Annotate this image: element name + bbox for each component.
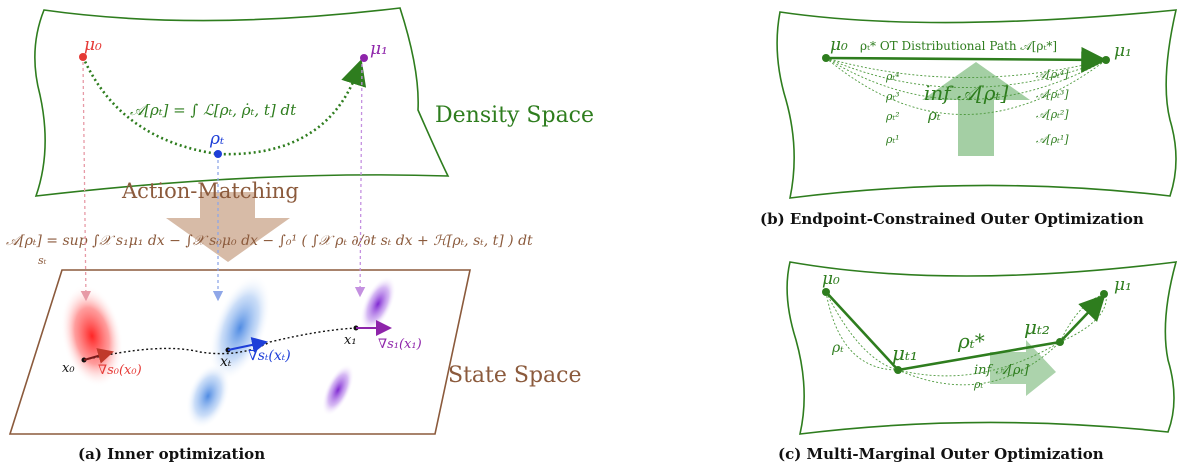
projection-line-mu0 bbox=[80, 61, 92, 302]
c-mu1-label: μ₁ bbox=[1114, 275, 1132, 295]
candidate-path-2 bbox=[825, 57, 1107, 100]
path-label-2: ρₜ² bbox=[885, 110, 900, 123]
ot-path-arrow bbox=[825, 46, 1108, 73]
c-dotted-path-4 bbox=[897, 341, 1061, 386]
c-segment-2 bbox=[897, 340, 1061, 372]
candidate-path-1 bbox=[825, 57, 1107, 115]
panel-b: μ₀ μ₁ ρₜ* OT Distributional Path 𝒜[ρₜ*] … bbox=[760, 9, 1178, 228]
grad-st-label: ∇sₜ(xₜ) bbox=[248, 348, 291, 364]
c-mu0-point bbox=[822, 288, 830, 296]
action-label-4: 𝒜[ρₜ⁴] bbox=[1036, 68, 1069, 81]
action-definition: 𝒜[ρₜ] = ∫ ℒ[ρₜ, ρ̇ₜ, t] dt bbox=[130, 101, 297, 119]
mu0-label: μ₀ bbox=[84, 35, 102, 55]
b-mu0-label: μ₀ bbox=[830, 35, 848, 55]
c-rho-t-small-label: ρₜ bbox=[973, 378, 983, 391]
candidate-path-4 bbox=[825, 57, 1107, 78]
b-rho-t-label: ρₜ bbox=[927, 106, 941, 124]
c-inf-arrow bbox=[990, 340, 1056, 396]
x1-label: x₁ bbox=[344, 333, 357, 348]
path-label-4: ρₜ⁴ bbox=[885, 70, 900, 83]
path-label-3: ρₜ³ bbox=[885, 90, 900, 103]
candidate-path-3 bbox=[825, 57, 1107, 88]
panel-b-surface bbox=[776, 9, 1178, 199]
c-mu-t1-point bbox=[894, 366, 902, 374]
state-space-label: State Space bbox=[448, 363, 582, 388]
c-rho-t-star-label: ρₜ* bbox=[957, 329, 985, 353]
c-segment-3 bbox=[1059, 294, 1106, 343]
state-space-surface bbox=[8, 269, 471, 435]
grad-s1-label: ∇s₁(x₁) bbox=[378, 337, 422, 352]
rho-t-label: ρₜ bbox=[209, 129, 225, 149]
density-space-label: Density Space bbox=[435, 103, 594, 128]
density-space-surface bbox=[34, 7, 450, 197]
b-mu1-point bbox=[1102, 56, 1110, 64]
mu1-point bbox=[360, 54, 368, 62]
action-matching-label: Action-Matching bbox=[121, 179, 299, 203]
caption-c: (c) Multi-Marginal Outer Optimization bbox=[778, 445, 1104, 463]
c-dotted-path-5 bbox=[1059, 293, 1107, 343]
projection-line-mu1 bbox=[354, 63, 366, 298]
c-mu-t2-label: μₜ₂ bbox=[1024, 315, 1050, 339]
c-mu1-point bbox=[1100, 290, 1108, 298]
panel-c-surface bbox=[786, 261, 1178, 435]
action-matching-equation: 𝒜[ρₜ] = sup ∫𝒳 s₁μ₁ dx − ∫𝒳 s₀μ₀ dx − ∫₀… bbox=[6, 233, 533, 249]
x0-label: x₀ bbox=[62, 361, 75, 376]
ot-path-label: ρₜ* OT Distributional Path 𝒜[ρₜ*] bbox=[860, 39, 1057, 53]
c-mu0-label: μ₀ bbox=[822, 269, 840, 289]
action-label-1: 𝒜[ρₜ¹] bbox=[1036, 133, 1069, 146]
b-mu1-label: μ₁ bbox=[1114, 41, 1132, 61]
c-dotted-path-6 bbox=[1059, 293, 1107, 343]
grad-st-arrow bbox=[227, 337, 268, 353]
purple-density-blob-2 bbox=[321, 364, 355, 416]
blue-density-blob-1 bbox=[208, 274, 272, 382]
c-mu-t1-label: μₜ₁ bbox=[892, 341, 918, 365]
equation-sub-st: sₜ bbox=[38, 254, 47, 267]
c-mu-t2-point bbox=[1056, 338, 1064, 346]
blue-density-blob-2 bbox=[185, 363, 231, 429]
action-label-3: 𝒜[ρₜ³] bbox=[1036, 88, 1069, 101]
c-dotted-path-1 bbox=[825, 291, 899, 371]
density-path bbox=[81, 56, 367, 156]
c-segment-1 bbox=[825, 291, 899, 371]
grad-s0-label: ∇s₀(x₀) bbox=[98, 363, 142, 378]
panel-c: μ₀ μ₁ μₜ₁ μₜ₂ ρₜ* ρₜ inf 𝒜[ρₜ] ρₜ (c) Mu… bbox=[778, 261, 1178, 463]
c-inf-label: inf 𝒜[ρₜ] bbox=[974, 363, 1030, 378]
action-matching-arrow bbox=[166, 192, 290, 262]
action-label-2: 𝒜[ρₜ²] bbox=[1036, 108, 1069, 121]
b-inf-label: inf 𝒜[ρₜ] bbox=[924, 81, 1008, 105]
path-label-1: ρₜ¹ bbox=[885, 133, 900, 146]
panel-a: μ₀ μ₁ ρₜ 𝒜[ρₜ] = ∫ ℒ[ρₜ, ρ̇ₜ, t] dt Dens… bbox=[6, 7, 594, 463]
purple-density-blob-1 bbox=[360, 276, 396, 332]
b-mu0-point bbox=[822, 54, 830, 62]
grad-s0-arrow bbox=[83, 348, 114, 364]
xt-label: xₜ bbox=[220, 354, 232, 370]
caption-a: (a) Inner optimization bbox=[78, 445, 265, 463]
c-rho-t-label: ρₜ bbox=[831, 340, 844, 356]
mu1-label: μ₁ bbox=[370, 39, 388, 59]
caption-b: (b) Endpoint-Constrained Outer Optimizat… bbox=[760, 210, 1144, 228]
mu0-point bbox=[79, 53, 87, 61]
c-dotted-path-2 bbox=[825, 291, 899, 371]
rho-t-point bbox=[214, 150, 222, 158]
